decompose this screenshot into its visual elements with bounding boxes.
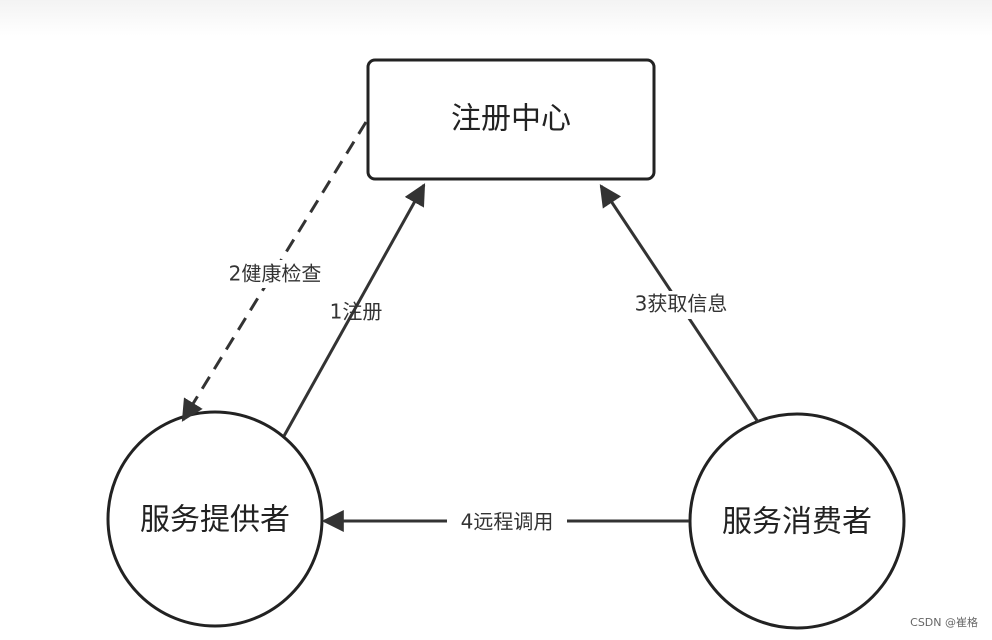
top-bar (0, 0, 992, 36)
get-info-label: 3获取信息 (635, 292, 728, 316)
remote-call-label: 4远程调用 (461, 510, 554, 534)
remote-call-label-bg (447, 509, 567, 535)
edge-get-info: 3获取信息 (599, 184, 760, 423)
provider-label: 服务提供者 (140, 503, 290, 538)
edge-register: 1注册 (282, 183, 426, 437)
get-info-label-bg (622, 291, 740, 319)
health-check-label: 2健康检查 (229, 262, 322, 286)
consumer-circle (688, 412, 906, 630)
registry-label: 注册中心 (451, 102, 571, 137)
edge-health-check: 2健康检查 (181, 121, 368, 422)
registry-node: 注册中心 (366, 58, 656, 181)
watermark: CSDN @崔格 (910, 616, 978, 629)
provider-node: 服务提供者 (106, 410, 324, 628)
edge-remote-call: 4远程调用 (321, 509, 689, 535)
register-label: 1注册 (330, 300, 383, 324)
consumer-label: 服务消费者 (722, 505, 872, 540)
registry-box (366, 58, 656, 181)
register-arrow (282, 183, 426, 437)
health-check-label-bg (216, 260, 334, 288)
consumer-node: 服务消费者 (688, 412, 906, 630)
